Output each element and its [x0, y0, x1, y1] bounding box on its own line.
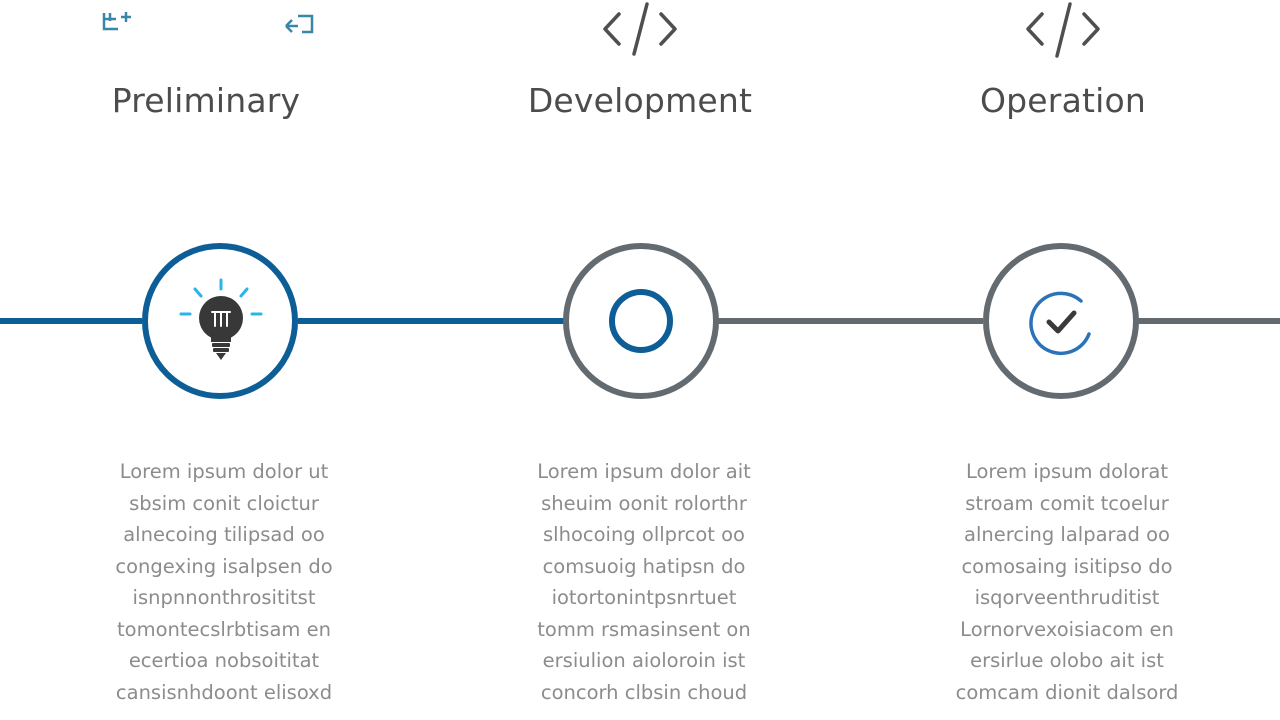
phase-description-operation: Lorem ipsum dolorat stroam comit tcoelur…	[922, 456, 1212, 720]
description-line: iotortonintpsnrtuet	[551, 586, 737, 609]
description-line: tomontecslrbtisam en	[117, 617, 331, 641]
description-line: isqorveenthruditist	[974, 586, 1160, 609]
description-line: isnpnnonthrosititst	[132, 586, 316, 609]
description-line: alnercing lalparad oo	[964, 523, 1170, 546]
description-line: ecertioa nobsoititat	[128, 649, 320, 672]
swap-icon	[285, 14, 314, 34]
description-line: ersiulion aioloroin ist	[542, 649, 746, 672]
lightbulb-icon	[179, 278, 263, 360]
phase-description-development: Lorem ipsum dolor ait sheuim oonit rolor…	[499, 456, 789, 720]
description-line: sbsim conit cloictur	[129, 491, 319, 515]
expand-icon	[102, 12, 131, 31]
code-icon	[1026, 2, 1100, 58]
timeline-node-operation	[983, 243, 1139, 399]
description-line: congexing isalpsen do	[115, 554, 333, 578]
check-icon	[1029, 291, 1091, 356]
phase-title-preliminary: Preliminary	[111, 81, 301, 120]
description-line: Lornorvexoisiacom en	[960, 617, 1174, 641]
description-line: comsuoig hatipsn do	[542, 554, 746, 578]
phase-title-development: Development	[527, 81, 753, 120]
timeline-node-preliminary	[142, 243, 298, 399]
code-icon	[603, 2, 677, 56]
description-line: alnecoing tilipsad oo	[123, 523, 325, 546]
description-line: tomm rsmasinsent on	[537, 617, 751, 641]
description-line: Lorem ipsum dolorat	[965, 460, 1168, 483]
description-line: sheuim oonit rolorthr	[541, 491, 747, 515]
description-line: concorh clbsin choud	[540, 680, 748, 704]
description-line: comosaing isitipso do	[961, 554, 1173, 578]
timeline-node-development	[563, 243, 719, 399]
description-line: Lorem ipsum dolor ait	[537, 460, 751, 483]
description-line: slhocoing ollprcot oo	[543, 523, 745, 546]
phase-description-preliminary: Lorem ipsum dolor ut sbsim conit cloictu…	[79, 456, 369, 720]
description-line: Lorem ipsum dolor ut	[119, 460, 329, 483]
description-line: ersirlue olobo ait ist	[970, 649, 1164, 672]
description-line: comcam dionit dalsord	[955, 680, 1179, 704]
phase-title-operation: Operation	[979, 81, 1147, 120]
description-line: stroam comit tcoelur	[965, 491, 1169, 515]
description-line: cansisnhdoont elisoxd	[115, 680, 333, 704]
target-icon	[609, 289, 673, 353]
